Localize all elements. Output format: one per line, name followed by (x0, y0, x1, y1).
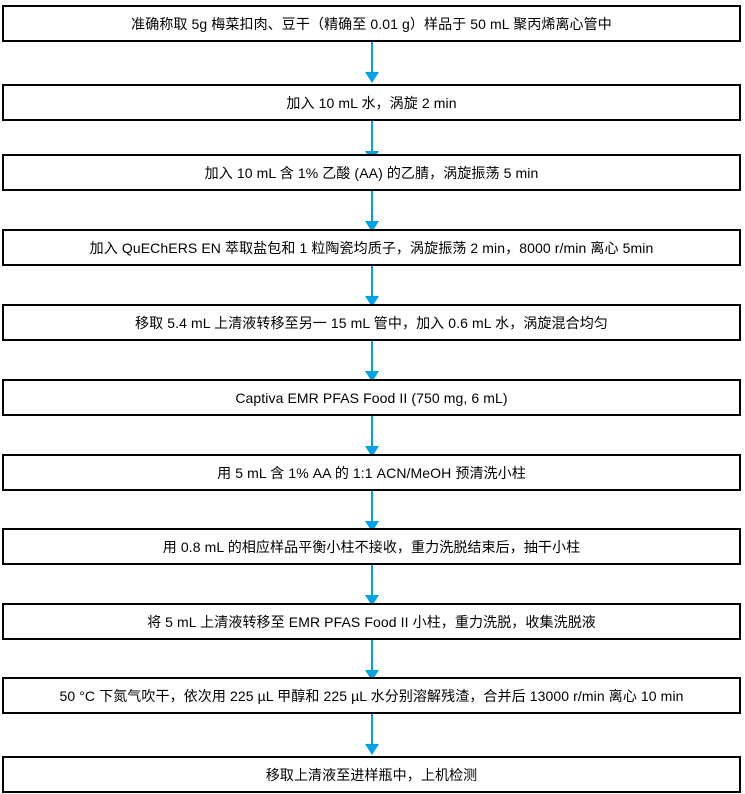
step-5-transfer-supernatant: 移取 5.4 mL 上清液转移至另一 15 mL 管中，加入 0.6 mL 水，… (2, 304, 741, 341)
step-3-add-acetonitrile: 加入 10 mL 含 1% 乙酸 (AA) 的乙腈，涡旋振荡 5 min (2, 154, 741, 191)
arrow-10-to-11 (365, 714, 379, 756)
step-8-equilibrate-column: 用 0.8 mL 的相应样品平衡小柱不接收，重力洗脱结束后，抽干小柱 (2, 528, 741, 565)
step-2-add-water: 加入 10 mL 水，涡旋 2 min (2, 84, 741, 121)
arrow-4-to-5 (365, 266, 379, 308)
step-11-inject-for-analysis: 移取上清液至进样瓶中，上机检测 (2, 756, 741, 793)
step-1-weigh-sample: 准确称取 5g 梅菜扣肉、豆干（精确至 0.01 g）样品于 50 mL 聚丙烯… (2, 5, 741, 42)
step-9-load-and-elute: 将 5 mL 上清液转移至 EMR PFAS Food II 小柱，重力洗脱，收… (2, 603, 741, 640)
arrow-6-to-7 (365, 416, 379, 458)
arrow-5-to-6 (365, 341, 379, 383)
step-7-precondition-column: 用 5 mL 含 1% AA 的 1:1 ACN/MeOH 预清洗小柱 (2, 454, 741, 491)
arrow-7-to-8 (365, 491, 379, 533)
arrow-1-to-2 (365, 42, 379, 84)
arrow-9-to-10 (365, 640, 379, 682)
step-6-captiva-cartridge: Captiva EMR PFAS Food II (750 mg, 6 mL) (2, 379, 741, 416)
arrow-3-to-4 (365, 191, 379, 233)
arrow-8-to-9 (365, 565, 379, 607)
step-4-quechers-salts: 加入 QuEChERS EN 萃取盐包和 1 粒陶瓷均质子，涡旋振荡 2 min… (2, 229, 741, 266)
step-10-dry-and-reconstitute: 50 °C 下氮气吹干，依次用 225 µL 甲醇和 225 µL 水分别溶解残… (2, 677, 741, 714)
